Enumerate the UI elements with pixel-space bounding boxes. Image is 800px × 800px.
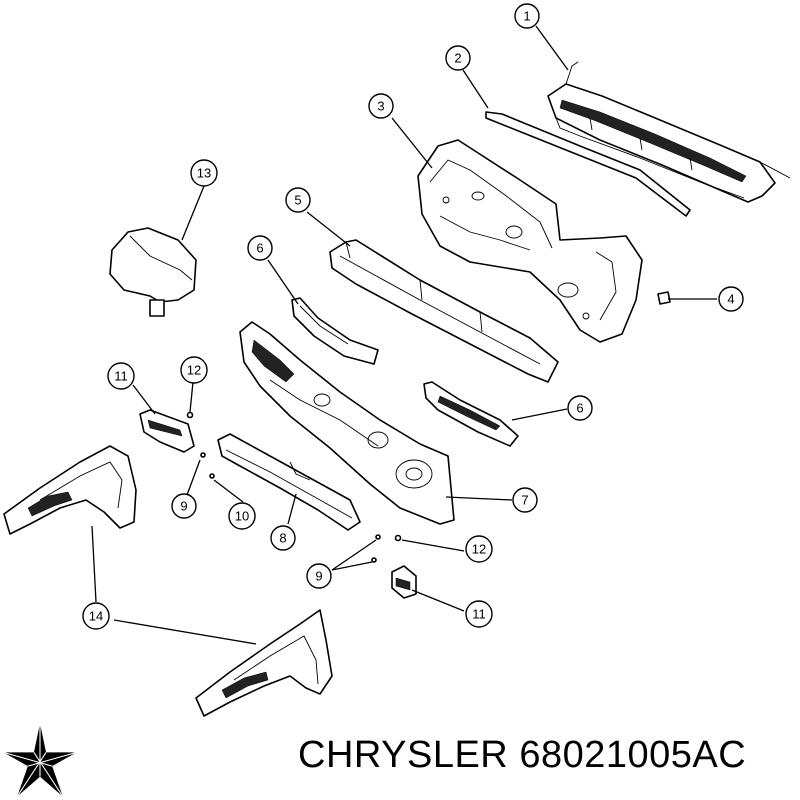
callout-11-right: 11 xyxy=(465,600,493,628)
part-small-bracket-right xyxy=(391,565,417,599)
svg-text:1: 1 xyxy=(523,9,530,24)
chrysler-pentastar-icon xyxy=(3,723,77,797)
part-cowl-seal-strip xyxy=(485,111,691,217)
callout-3: 3 xyxy=(368,93,394,119)
part-washer-reservoir xyxy=(109,227,197,317)
part-bracket-right-lower xyxy=(423,381,519,447)
callout-12-right: 12 xyxy=(465,535,493,563)
svg-text:6: 6 xyxy=(256,241,263,256)
callout-4: 4 xyxy=(718,286,744,312)
svg-text:9: 9 xyxy=(315,569,322,584)
svg-text:11: 11 xyxy=(472,607,486,622)
part-small-bracket-left xyxy=(139,409,195,453)
part-dash-reinforcement xyxy=(217,433,361,531)
part-cowl-cross-bar xyxy=(329,239,559,383)
callout-7: 7 xyxy=(512,487,538,513)
callout-6-upper: 6 xyxy=(247,235,273,261)
svg-text:14: 14 xyxy=(89,609,103,624)
callout-11-left: 11 xyxy=(107,362,135,390)
callout-9-left: 9 xyxy=(171,493,197,519)
callout-9-right: 9 xyxy=(306,563,332,589)
part-clip-small xyxy=(657,291,671,305)
fasteners xyxy=(186,411,402,563)
svg-text:4: 4 xyxy=(727,292,734,307)
svg-text:7: 7 xyxy=(521,493,528,508)
callout-13: 13 xyxy=(190,159,218,187)
svg-text:12: 12 xyxy=(187,363,201,378)
svg-text:9: 9 xyxy=(180,499,187,514)
svg-text:13: 13 xyxy=(197,166,211,181)
callout-8: 8 xyxy=(270,525,296,551)
svg-text:3: 3 xyxy=(377,99,384,114)
part-cowl-grille-panel xyxy=(547,61,791,203)
svg-text:10: 10 xyxy=(235,509,249,524)
svg-text:11: 11 xyxy=(114,369,128,384)
part-bracket-left-upper xyxy=(291,297,379,365)
callout-5: 5 xyxy=(285,187,311,213)
svg-text:8: 8 xyxy=(279,531,286,546)
part-caption: CHRYSLER 68021005AC xyxy=(298,734,746,777)
svg-text:2: 2 xyxy=(454,51,461,66)
svg-text:6: 6 xyxy=(576,401,583,416)
svg-text:12: 12 xyxy=(472,542,486,557)
part-fender-apron-left xyxy=(3,445,137,535)
callout-14: 14 xyxy=(82,602,110,630)
part-cowl-plenum-panel xyxy=(417,139,643,343)
part-number: 68021005AC xyxy=(519,734,747,776)
part-dash-panel xyxy=(239,321,455,525)
brand-name: CHRYSLER xyxy=(298,734,509,776)
callout-2: 2 xyxy=(445,45,471,71)
callout-12-left: 12 xyxy=(180,356,208,384)
callout-1: 1 xyxy=(514,3,540,29)
callout-10: 10 xyxy=(228,502,256,530)
leader-lines xyxy=(91,25,717,645)
callout-6-lower: 6 xyxy=(567,395,593,421)
svg-text:5: 5 xyxy=(294,193,301,208)
part-fender-apron-right xyxy=(195,609,333,717)
